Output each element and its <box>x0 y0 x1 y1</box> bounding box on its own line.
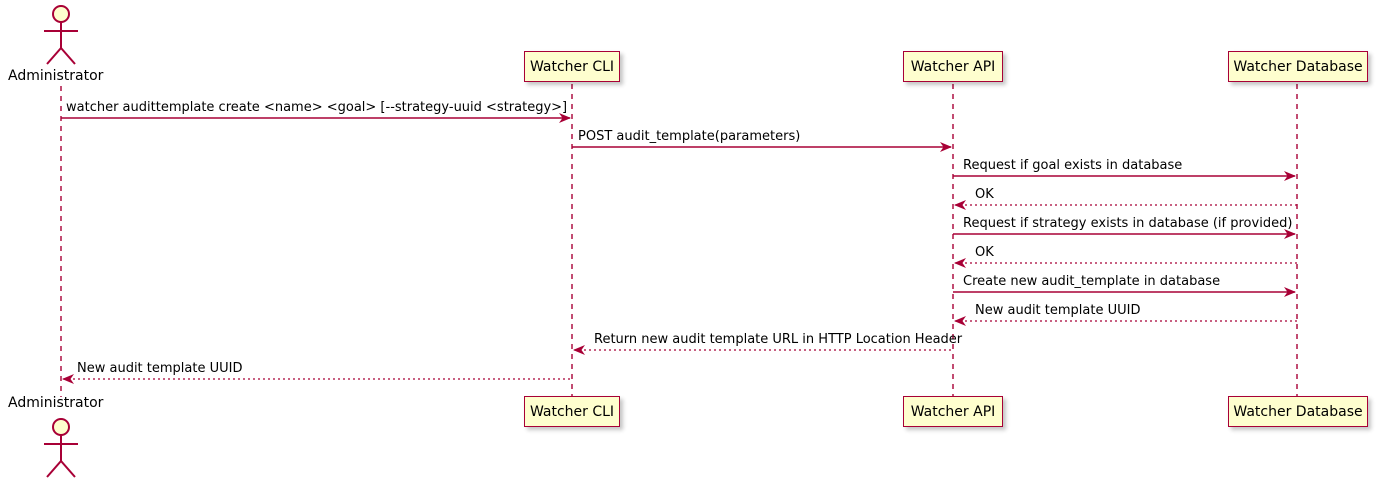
message-label-9: Return new audit template URL in HTTP Lo… <box>594 332 963 347</box>
actor-administrator-top <box>44 5 78 65</box>
participant-box-watcher-database-bottom[interactable]: Watcher Database <box>1228 396 1368 427</box>
participant-box-watcher-cli-top[interactable]: Watcher CLI <box>524 51 620 82</box>
participant-box-watcher-cli-bottom[interactable]: Watcher CLI <box>524 396 620 427</box>
message-label-3: Request if goal exists in database <box>963 158 1183 173</box>
message-label-8: New audit template UUID <box>975 303 1141 318</box>
message-label-1: watcher audittemplate create <name> <goa… <box>66 100 568 115</box>
actor-label-administrator-bottom: Administrator <box>8 395 104 411</box>
lifelines <box>60 84 1298 397</box>
message-label-6: OK <box>975 245 994 260</box>
message-label-10: New audit template UUID <box>77 361 243 376</box>
participant-box-watcher-api-bottom[interactable]: Watcher API <box>903 396 1003 427</box>
participant-box-watcher-database-top[interactable]: Watcher Database <box>1228 51 1368 82</box>
message-arrows <box>61 113 1297 384</box>
message-label-4: OK <box>975 187 994 202</box>
message-label-5: Request if strategy exists in database (… <box>963 216 1293 231</box>
message-label-7: Create new audit_template in database <box>963 274 1221 289</box>
message-label-2: POST audit_template(parameters) <box>578 129 801 144</box>
participant-box-watcher-api-top[interactable]: Watcher API <box>903 51 1003 82</box>
actor-administrator-bottom <box>44 418 78 478</box>
actor-label-administrator-top: Administrator <box>8 68 104 84</box>
